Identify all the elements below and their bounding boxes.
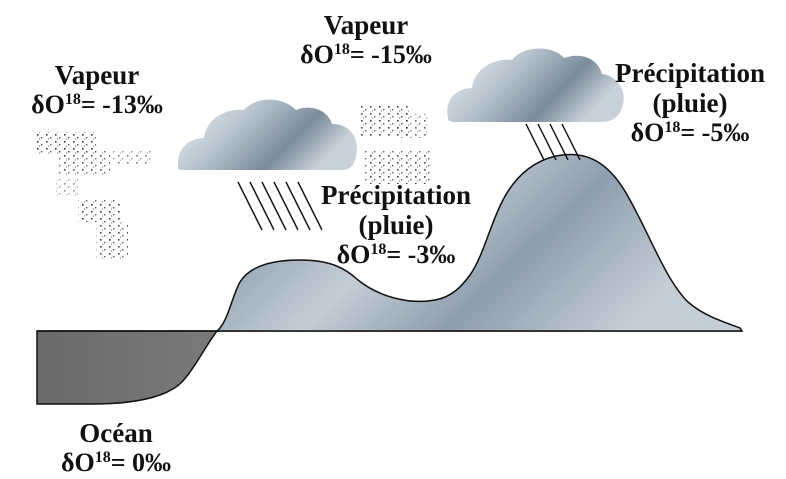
precip-right-title-2: (pluie) — [652, 88, 728, 119]
ocean-title: Océan — [79, 418, 153, 448]
vapeur-left-delta: δO18= -13‰ — [31, 90, 163, 120]
ocean-delta: δO18= 0‰ — [60, 448, 172, 478]
land-mountains — [214, 153, 744, 332]
rain-right — [525, 123, 581, 161]
vapor-center — [358, 106, 430, 184]
precip-center-title-2: (pluie) — [358, 210, 434, 241]
vapeur-center-delta: δO18= -15‰ — [300, 40, 432, 70]
cloud-center — [177, 99, 357, 170]
vapeur-left-title: Vapeur — [54, 60, 140, 90]
precip-center-delta: δO18= -3‰ — [336, 240, 456, 270]
label-ocean: Océan δO18= 0‰ — [30, 418, 202, 477]
cloud-right — [447, 48, 624, 122]
vapeur-center-title: Vapeur — [323, 10, 409, 40]
label-vapeur-center: Vapeur δO18= -15‰ — [266, 10, 466, 69]
label-vapeur-left: Vapeur δO18= -13‰ — [8, 60, 186, 119]
ocean-basin — [36, 330, 219, 405]
precip-right-title-1: Précipitation — [615, 58, 765, 88]
precip-right-delta: δO18= -5‰ — [630, 118, 750, 148]
label-precip-center: Précipitation (pluie) δO18= -3‰ — [306, 180, 486, 270]
vapor-left — [36, 132, 152, 260]
rain-center — [237, 181, 323, 231]
label-precip-right: Précipitation (pluie) δO18= -5‰ — [600, 58, 780, 148]
precip-center-title-1: Précipitation — [321, 180, 471, 210]
